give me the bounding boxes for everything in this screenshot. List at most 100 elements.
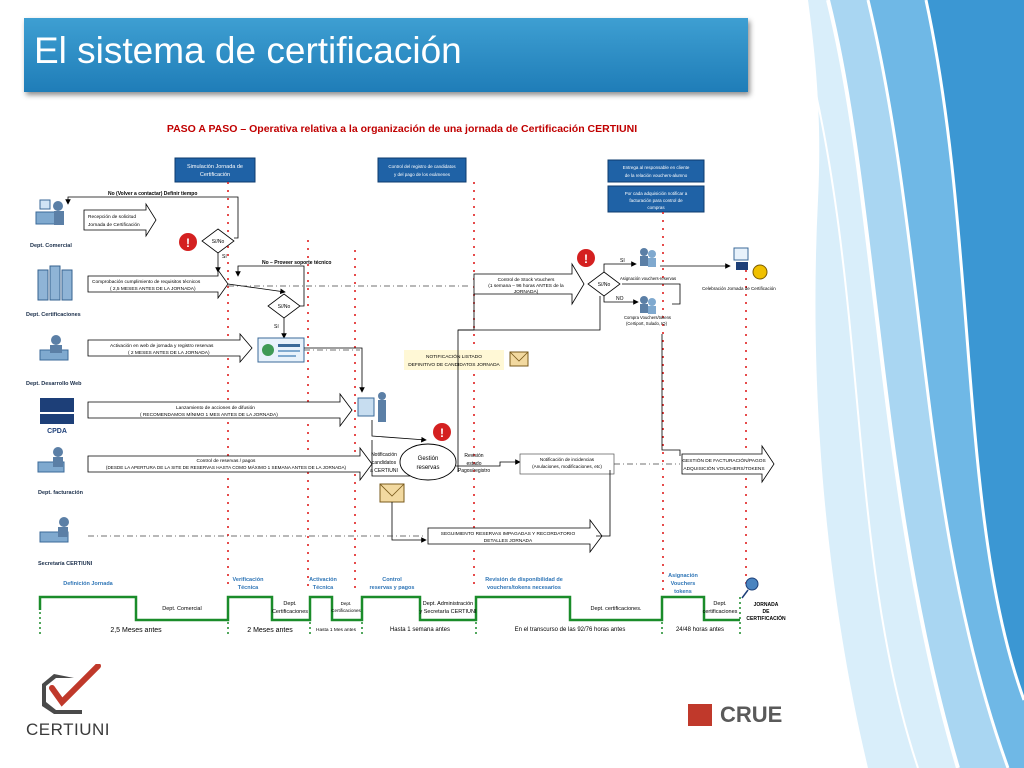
slide-title-bar: El sistema de certificación xyxy=(24,18,748,92)
si-label-3: SI xyxy=(620,258,625,264)
svg-text:Certificaciones: Certificaciones xyxy=(272,609,308,615)
no-volver-label: No (Volver a contactar) Definir tiempo xyxy=(108,191,197,197)
svg-text:( 2,5 MESES ANTES DE LA JORNAD: ( 2,5 MESES ANTES DE LA JORNADA) xyxy=(110,286,196,292)
timeline-ticks xyxy=(39,597,741,634)
svg-text:Notificación: Notificación xyxy=(371,452,397,458)
flow-line xyxy=(603,261,637,272)
svg-text:Dept.: Dept. xyxy=(283,601,297,607)
svg-text:reservas: reservas xyxy=(416,465,439,471)
svg-text:facturación para control de: facturación para control de xyxy=(629,198,683,203)
svg-text:Activación en web de jornada y: Activación en web de jornada y registro … xyxy=(110,343,214,349)
svg-text:2,5 Meses antes: 2,5 Meses antes xyxy=(110,627,162,634)
svg-text:(1 semana – 96 horas ANTES de: (1 semana – 96 horas ANTES de la xyxy=(488,283,564,289)
svg-text:ADQUISICIÓN VOUCHERS/TOKENS: ADQUISICIÓN VOUCHERS/TOKENS xyxy=(683,465,764,472)
svg-text:( 2 MESES ANTES DE LA JORNADA): ( 2 MESES ANTES DE LA JORNADA) xyxy=(128,350,210,356)
decision-diamond-1: Sí/No xyxy=(201,228,235,254)
svg-text:Asignación: Asignación xyxy=(668,573,698,579)
svg-text:Control de Stock Vouchers: Control de Stock Vouchers xyxy=(498,277,555,283)
flow-line xyxy=(391,502,427,543)
svg-text:Técnica: Técnica xyxy=(313,585,334,591)
no-proveer-label: No – Proveer soporte técnico xyxy=(262,260,331,266)
activacion-arrow: Activación en web de jornada y registro … xyxy=(87,332,253,364)
no-volver-loop xyxy=(65,196,239,239)
flow-line xyxy=(227,283,286,295)
pin-icon xyxy=(741,577,759,599)
svg-text:DETALLES JORNADA: DETALLES JORNADA xyxy=(484,538,533,544)
no-proveer-flow xyxy=(235,265,305,307)
timeline-step-line xyxy=(38,595,740,622)
celebration-icon xyxy=(733,247,768,280)
flow-line xyxy=(603,296,639,305)
svg-text:Entrega al responsable en clie: Entrega al responsable en cliente xyxy=(623,165,690,170)
gestion-reservas-ellipse: Gestión reservas xyxy=(399,443,457,481)
certiuni-logo-mark xyxy=(42,664,101,714)
svg-text:!: ! xyxy=(584,252,588,266)
svg-text:Certificación: Certificación xyxy=(200,172,230,178)
header-box-por-cada: Por cada adquisición notificar a factura… xyxy=(607,185,705,213)
svg-text:DE: DE xyxy=(763,609,771,615)
crue-logo-icon xyxy=(688,704,712,726)
svg-text:Revisión de disponibilidad de: Revisión de disponibilidad de xyxy=(485,577,563,583)
no-label-3: NO xyxy=(616,296,624,302)
recepcion-arrow: Recepción de solicitud Jornada de Certif… xyxy=(83,202,157,238)
svg-text:compras: compras xyxy=(647,205,665,210)
notificacion-listado-note: NOTIFICACIÓN LISTADO DEFINITIVO DE CANDI… xyxy=(404,350,504,370)
svg-text:Verificación: Verificación xyxy=(233,577,265,583)
svg-text:de la relación vouchers-alumno: de la relación vouchers-alumno xyxy=(625,173,688,178)
warning-icon-3: ! xyxy=(433,423,451,441)
svg-text:vouchers/tokens necesarios: vouchers/tokens necesarios xyxy=(487,585,561,591)
timeline-times: 2,5 Meses antes 2 Meses antes Hasta 1 Me… xyxy=(110,627,724,634)
lane-label-desarrollo: Dept. Desarrollo Web xyxy=(26,381,82,387)
svg-text:GESTIÓN DE FACTURACIÓN/PAGOS: GESTIÓN DE FACTURACIÓN/PAGOS xyxy=(682,457,765,464)
comprobacion-arrow: Comprobación cumplimiento de requisitos … xyxy=(87,268,229,300)
web-page-icon xyxy=(257,337,305,363)
slide-title: El sistema de certificación xyxy=(34,30,462,71)
svg-text:Control: Control xyxy=(382,577,402,583)
svg-text:Pagos/registro: Pagos/registro xyxy=(458,468,490,474)
svg-text:Dept. Comercial: Dept. Comercial xyxy=(162,606,201,612)
svg-text:y Secretaría CERTIUNI: y Secretaría CERTIUNI xyxy=(419,609,477,615)
svg-text:Control de reservas / pagos: Control de reservas / pagos xyxy=(197,458,257,464)
timeline-depts: Dept. Comercial Dept. Certificaciones De… xyxy=(162,601,737,615)
svg-text:candidatos: candidatos xyxy=(372,460,397,466)
notificacion-candidatos-label: Notificación candidatos a CERTIUNI xyxy=(370,452,398,474)
svg-text:Sí/No: Sí/No xyxy=(212,239,225,245)
revision-label: Revisión estado Pagos/registro xyxy=(458,453,490,474)
people-icon-compra xyxy=(640,296,656,314)
svg-text:Definición Jornada: Definición Jornada xyxy=(63,581,113,587)
crue-logo-text: CRUE xyxy=(720,702,783,727)
connector-lines xyxy=(371,294,601,479)
warning-icon-1: ! xyxy=(179,233,197,251)
cpda-logo: CPDA xyxy=(40,398,74,435)
svg-text:Certificaciones: Certificaciones xyxy=(331,608,361,613)
svg-text:(Anulaciones, modificaciones,: (Anulaciones, modificaciones, etc) xyxy=(532,464,602,469)
svg-text:Dept.: Dept. xyxy=(713,601,727,607)
svg-text:Activación: Activación xyxy=(309,577,337,583)
svg-text:Lanzamiento de acciones de dif: Lanzamiento de acciones de difusión xyxy=(176,405,255,411)
si-label-2: Sí xyxy=(274,324,279,330)
svg-text:2 Meses antes: 2 Meses antes xyxy=(247,627,293,634)
people-icon-asignacion xyxy=(640,248,656,267)
svg-text:Dept. Administración: Dept. Administración xyxy=(423,601,473,607)
celebracion-label: Celebración Jornada de Certificación xyxy=(702,286,776,291)
svg-text:Notificación de incidencias: Notificación de incidencias xyxy=(540,457,595,462)
svg-text:Recepción de solicitud: Recepción de solicitud xyxy=(88,214,136,220)
svg-text:Comprobación cumplimiento de r: Comprobación cumplimiento de requisitos … xyxy=(92,279,201,285)
svg-text:(DESDE LA APERTURA DE LA SITE: (DESDE LA APERTURA DE LA SITE DE RESERVA… xyxy=(106,464,347,470)
flow-line xyxy=(456,459,521,467)
svg-text:Hasta 1 semana antes: Hasta 1 semana antes xyxy=(390,627,450,633)
warning-icon-2: ! xyxy=(577,249,595,267)
decorative-waves xyxy=(808,0,1024,768)
header-box-simulacion: Simulación Jornada de Certificación xyxy=(174,157,256,183)
envelope-icon-1 xyxy=(509,351,529,367)
svg-text:( RECOMENDAMOS MÍNIMO 1 MES AN: ( RECOMENDAMOS MÍNIMO 1 MES ANTES DE LA … xyxy=(140,411,278,418)
svg-text:a CERTIUNI: a CERTIUNI xyxy=(370,468,398,474)
svg-text:Sí/No: Sí/No xyxy=(598,282,611,288)
lanzamiento-arrow: Lanzamiento de acciones de difusión ( RE… xyxy=(87,392,353,428)
decision-diamond-2: Sí/No xyxy=(267,293,301,319)
compra-label-2: (Certiport, Sulado, IQ) xyxy=(626,321,668,326)
svg-text:JORNADA: JORNADA xyxy=(754,602,779,608)
control-reservas-arrow: Control de reservas / pagos (DESDE LA AP… xyxy=(87,446,373,482)
timeline-phase-titles: Definición Jornada Verificación Técnica … xyxy=(63,573,698,595)
